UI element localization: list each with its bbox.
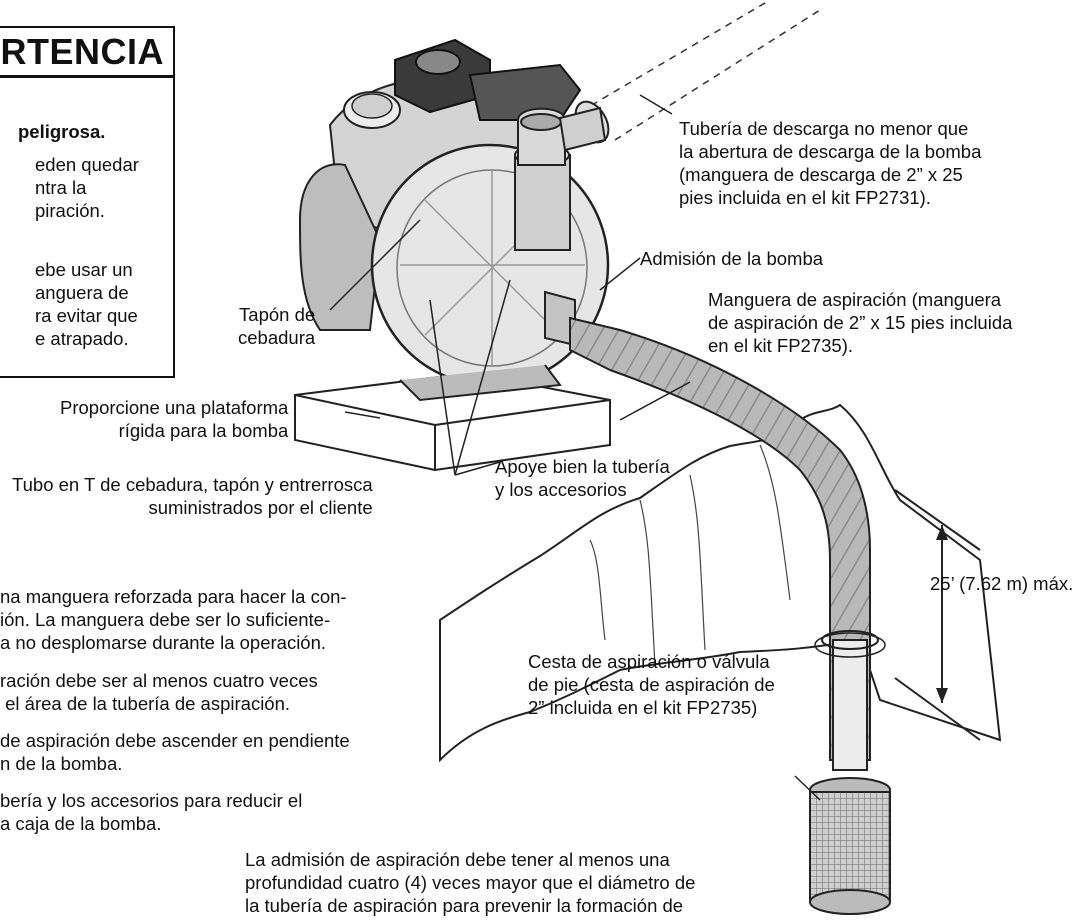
warning-title: RTENCIA [0, 31, 164, 72]
suction-hose-label: Manguera de aspiración (manguera de aspi… [708, 289, 1013, 356]
suction-hose [569, 316, 886, 771]
support-label: Apoye bien la tubería y los accesorios [495, 456, 670, 500]
pump-engine [298, 38, 610, 402]
note-1: na manguera reforzada para hacer la con-… [0, 586, 347, 653]
warning-paragraph-1: eden quedar ntra la piración. [35, 154, 139, 221]
warning-header: RTENCIA [0, 27, 174, 77]
height-label: 25’ (7.62 m) máx. [930, 573, 1074, 594]
note-2: ración debe ser al menos cuatro veces el… [0, 670, 318, 714]
height-dimension [894, 489, 981, 741]
warning-paragraph-2: ebe usar un anguera de ra evitar que e a… [35, 259, 138, 349]
note-3: de aspiración debe ascender en pendiente… [0, 730, 350, 774]
discharge-pipe-label: Tubería de descarga no menor que la aber… [679, 118, 982, 208]
warning-subtitle: peligrosa. [18, 121, 106, 142]
note-4: bería y los accesorios para reducir el a… [0, 790, 303, 834]
priming-plug-label: Tapón de cebadura [238, 304, 316, 348]
pump-intake-label: Admisión de la bomba [640, 248, 824, 269]
platform-label: Proporcione una plataforma rígida para l… [60, 397, 289, 441]
pump-platform [294, 371, 611, 472]
strainer-label: Cesta de aspiración o válvula de pie (ce… [528, 651, 775, 718]
priming-tee-label: Tubo en T de cebadura, tapón y entrerros… [12, 474, 373, 518]
depth-note-label: La admisión de aspiración debe tener al … [245, 849, 696, 916]
leader-lines [329, 94, 821, 801]
suction-strainer [809, 777, 891, 915]
